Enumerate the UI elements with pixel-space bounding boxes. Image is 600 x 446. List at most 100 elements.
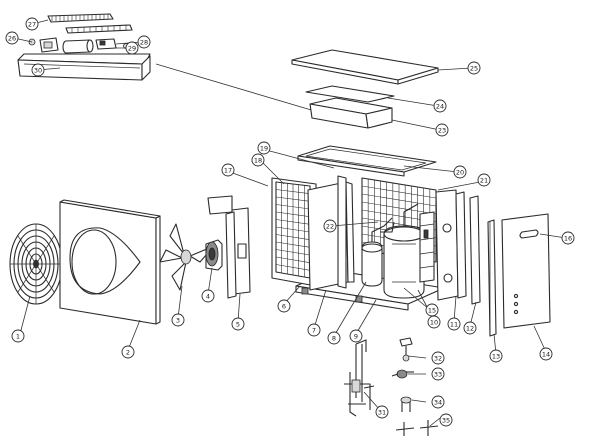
callout-27: 27 bbox=[25, 17, 39, 31]
callout-2: 2 bbox=[121, 345, 135, 359]
callout-circle bbox=[137, 35, 151, 49]
callout-number: 20 bbox=[456, 168, 464, 176]
callout-9: 9 bbox=[349, 329, 363, 343]
chassis bbox=[271, 175, 445, 311]
side-cover bbox=[501, 213, 551, 329]
callout-4: 4 bbox=[201, 289, 215, 303]
callout-28: 28 bbox=[137, 35, 151, 49]
callout-13: 13 bbox=[489, 349, 503, 363]
callout-number: 25 bbox=[470, 64, 478, 72]
callout-number: 5 bbox=[236, 320, 240, 328]
callout-number: 15 bbox=[428, 306, 436, 314]
callout-circle bbox=[453, 165, 467, 179]
callout-number: 3 bbox=[176, 316, 180, 324]
callout-circle bbox=[477, 173, 491, 187]
callout-circle bbox=[447, 317, 461, 331]
callout-26: 26 bbox=[5, 31, 19, 45]
callout-34: 34 bbox=[431, 395, 445, 409]
callout-circle bbox=[121, 345, 135, 359]
callout-number: 18 bbox=[254, 156, 262, 164]
callout-5: 5 bbox=[231, 317, 245, 331]
callout-number: 2 bbox=[126, 348, 130, 356]
capacitor bbox=[62, 39, 94, 54]
callout-circle bbox=[31, 63, 45, 77]
callout-circle bbox=[5, 31, 19, 45]
callout-number: 33 bbox=[434, 370, 442, 378]
callout-11: 11 bbox=[447, 317, 461, 331]
callout-number: 6 bbox=[282, 302, 286, 310]
control-box-assembly bbox=[17, 13, 151, 81]
callout-number: 24 bbox=[436, 102, 444, 110]
side-panel-c bbox=[469, 195, 481, 305]
control-tray bbox=[17, 53, 151, 81]
callout-29: 29 bbox=[125, 41, 139, 55]
top-cover bbox=[291, 49, 439, 85]
terminal-strip-2 bbox=[65, 24, 133, 34]
callout-number: 22 bbox=[326, 222, 334, 230]
callout-circle bbox=[221, 163, 235, 177]
receiver-tank bbox=[361, 241, 383, 287]
callout-number: 26 bbox=[8, 34, 16, 42]
callout-circle bbox=[251, 153, 265, 167]
callout-circle bbox=[431, 351, 445, 365]
corner-post-right bbox=[487, 219, 497, 337]
callout-1: 1 bbox=[11, 329, 25, 343]
callout-number: 13 bbox=[492, 352, 500, 360]
callout-number: 23 bbox=[438, 126, 446, 134]
front-panel bbox=[59, 199, 161, 325]
callout-8: 8 bbox=[327, 331, 341, 345]
expansion-valve-assembly bbox=[344, 339, 375, 417]
callout-15: 15 bbox=[425, 303, 439, 317]
callout-circle bbox=[439, 413, 453, 427]
callout-circle bbox=[435, 123, 449, 137]
callout-number: 28 bbox=[140, 38, 148, 46]
callout-number: 30 bbox=[34, 66, 42, 74]
callout-number: 4 bbox=[206, 292, 210, 300]
callout-number: 9 bbox=[354, 332, 358, 340]
callout-circle bbox=[349, 329, 363, 343]
callout-25: 25 bbox=[467, 61, 481, 75]
callout-31: 31 bbox=[375, 405, 389, 419]
callout-circle bbox=[307, 323, 321, 337]
callout-circle bbox=[425, 303, 439, 317]
callout-circle bbox=[431, 395, 445, 409]
callout-7: 7 bbox=[307, 323, 321, 337]
callout-circle bbox=[11, 329, 25, 343]
callout-circle bbox=[323, 219, 337, 233]
callout-circle bbox=[277, 299, 291, 313]
frame-top bbox=[297, 145, 437, 177]
compressor bbox=[383, 225, 425, 299]
callout-number: 12 bbox=[466, 324, 474, 332]
side-panel-a bbox=[435, 189, 459, 301]
callout-number: 19 bbox=[260, 144, 268, 152]
callout-circle bbox=[171, 313, 185, 327]
callout-20: 20 bbox=[453, 165, 467, 179]
heat-exchanger bbox=[419, 211, 435, 283]
callout-circle bbox=[25, 17, 39, 31]
pressure-switch bbox=[399, 337, 413, 362]
callout-circle bbox=[231, 317, 245, 331]
callout-circle bbox=[463, 321, 477, 335]
callout-number: 29 bbox=[128, 44, 136, 52]
callout-18: 18 bbox=[251, 153, 265, 167]
water-temp-sensor bbox=[391, 369, 414, 379]
drain-fittings bbox=[395, 420, 439, 436]
callout-number: 1 bbox=[16, 332, 20, 340]
callout-circle bbox=[539, 347, 553, 361]
callout-circle bbox=[125, 41, 139, 55]
callout-circle bbox=[375, 405, 389, 419]
insulation-pad bbox=[305, 85, 395, 103]
fan-motor bbox=[205, 239, 223, 271]
callout-number: 34 bbox=[434, 398, 442, 406]
terminal-strip bbox=[47, 13, 114, 23]
callout-33: 33 bbox=[431, 367, 445, 381]
callout-number: 27 bbox=[28, 20, 36, 28]
callout-circle bbox=[327, 331, 341, 345]
callout-number: 14 bbox=[542, 350, 550, 358]
callout-35: 35 bbox=[439, 413, 453, 427]
flow-switch bbox=[400, 396, 412, 412]
callout-circle bbox=[433, 99, 447, 113]
